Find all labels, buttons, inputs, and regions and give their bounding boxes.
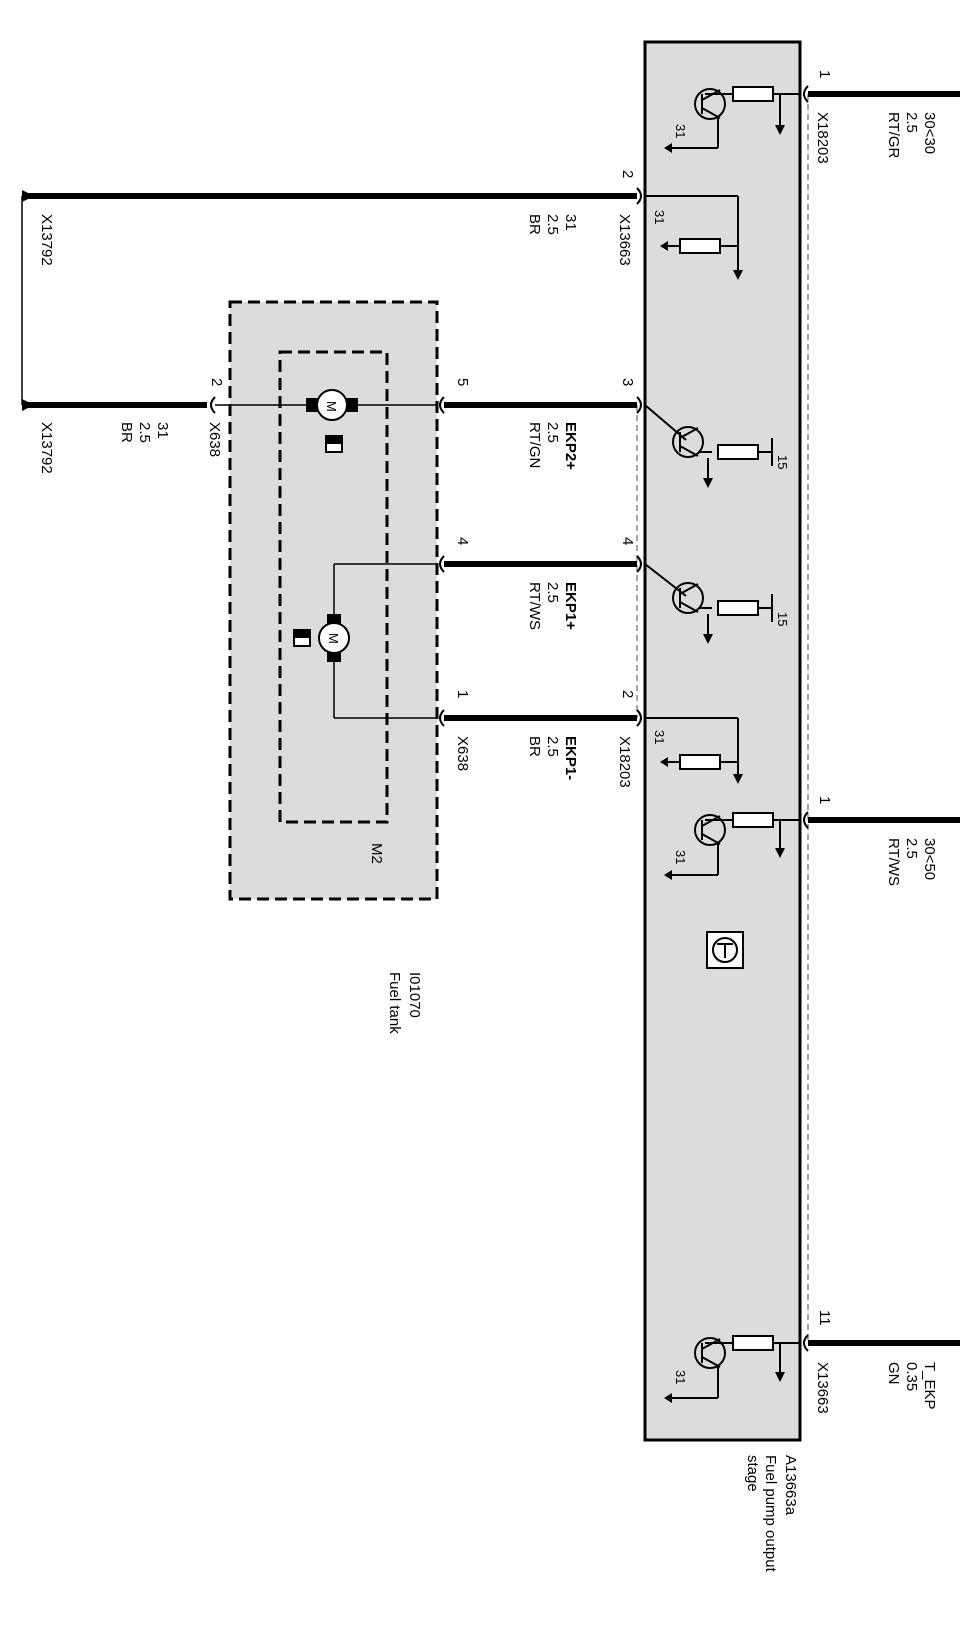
pump-1-motor-label: M bbox=[326, 633, 341, 644]
module-a13663a-body bbox=[643, 40, 802, 1442]
wire-ekp1m-tank-pin: 1 bbox=[454, 690, 471, 698]
fuel-pump-2: M bbox=[215, 389, 436, 453]
ekp1-supply-label: 15 bbox=[775, 612, 790, 626]
module-driver-ekp2: 15 bbox=[644, 404, 790, 488]
ground-resistor-1-label: 31 bbox=[652, 210, 667, 224]
wire-t-ekp-conn: X13663 bbox=[814, 1362, 831, 1414]
wire-31-top-size: 2.5 bbox=[544, 214, 561, 235]
wire-31-bottom-size: 2.5 bbox=[136, 422, 153, 443]
ground-resistor-2-label: 31 bbox=[652, 730, 667, 744]
wire-t-ekp-color: GN bbox=[885, 1362, 902, 1385]
module-name-line2: stage bbox=[744, 1455, 761, 1492]
fuel-tank-name: Fuel tank bbox=[386, 972, 403, 1034]
wire-30-30-size: 2.5 bbox=[903, 112, 920, 133]
wire-ekp1-minus: 2 X18203 1 X638 EKP1- 2.5 BR bbox=[439, 690, 642, 788]
wire-31-ground-bottom: 2 X638 31 2.5 BR X13792 bbox=[22, 378, 225, 474]
wire-ekp1m-name: EKP1- bbox=[562, 736, 579, 780]
wire-ekp1m-color: BR bbox=[526, 736, 543, 757]
fuel-pump-1: M bbox=[293, 563, 436, 719]
driver-1-gnd-label: 31 bbox=[673, 124, 688, 138]
wire-ekp1-module-pin: 4 bbox=[619, 537, 636, 545]
wire-ekp1m-size: 2.5 bbox=[544, 736, 561, 757]
wire-ekp2-plus: 3 5 EKP2+ 2.5 RT/GN bbox=[439, 378, 642, 470]
driver-2-gnd-label: 31 bbox=[673, 850, 688, 864]
wire-ekp2-name: EKP2+ bbox=[562, 422, 579, 470]
pump-group-label: M2 bbox=[368, 843, 385, 864]
wire-31-bottom-color: BR bbox=[118, 422, 135, 443]
module-processor-icon bbox=[706, 931, 744, 969]
module-id: A13663a bbox=[782, 1455, 799, 1516]
wire-ekp1-tank-pin: 4 bbox=[454, 537, 471, 545]
wire-31-top-name: 31 bbox=[562, 214, 579, 231]
module-driver-1: 31 bbox=[664, 86, 800, 153]
wire-ekp1-plus: 4 4 EKP1+ 2.5 RT/WS bbox=[439, 537, 642, 630]
wire-30-30-color: RT/GR bbox=[885, 112, 902, 159]
wire-31-bottom-name: 31 bbox=[154, 422, 171, 439]
wire-31-ground-top: 2 X13663 31 2.5 BR X13792 bbox=[21, 170, 642, 405]
wire-ekp2-module-pin: 3 bbox=[619, 378, 636, 386]
wire-30-30: 1 X18203 30<30 2.5 RT/GR bbox=[803, 70, 960, 164]
module-ground-resistor-2: 31 bbox=[645, 717, 743, 784]
wire-31-top-pin: 2 bbox=[619, 170, 636, 178]
wire-t-ekp-size: 0.35 bbox=[903, 1362, 920, 1391]
wire-30-30-conn: X18203 bbox=[814, 112, 831, 164]
wire-ekp1m-module-conn: X18203 bbox=[616, 736, 633, 788]
ekp2-supply-label: 15 bbox=[775, 455, 790, 469]
wire-31-top-color: BR bbox=[526, 214, 543, 235]
wire-t-ekp-name: T_EKP bbox=[921, 1362, 938, 1410]
wire-ekp1-color: RT/WS bbox=[526, 582, 543, 630]
wire-31-top-conn: X13663 bbox=[616, 214, 633, 266]
wire-30-30-pin: 1 bbox=[816, 70, 833, 78]
wire-31-bottom-tank-pin: 2 bbox=[208, 378, 225, 386]
wire-30-50: 1 30<50 2.5 RT/WS bbox=[803, 796, 960, 886]
module-driver-3: 31 bbox=[664, 1335, 800, 1403]
module-ground-resistor-1: 31 bbox=[645, 195, 743, 280]
wire-30-50-pin: 1 bbox=[816, 796, 833, 804]
wire-31-top-end-conn: X13792 bbox=[38, 214, 55, 266]
pump-2-motor-label: M bbox=[324, 401, 339, 412]
wire-30-50-color: RT/WS bbox=[885, 838, 902, 886]
wire-ekp2-size: 2.5 bbox=[544, 422, 561, 443]
wire-31-bottom-end-conn: X13792 bbox=[38, 422, 55, 474]
module-driver-2: 31 bbox=[664, 812, 800, 880]
wire-t-ekp-pin: 11 bbox=[816, 1310, 833, 1326]
wire-ekp1m-tank-conn: X638 bbox=[454, 736, 471, 771]
wire-ekp1-size: 2.5 bbox=[544, 582, 561, 603]
wire-ekp1-name: EKP1+ bbox=[562, 582, 579, 630]
wire-ekp1m-module-pin: 2 bbox=[619, 690, 636, 698]
module-driver-ekp1: 15 bbox=[644, 563, 790, 644]
wire-30-50-name: 30<50 bbox=[921, 838, 938, 880]
wire-30-30-name: 30<30 bbox=[921, 112, 938, 154]
module-name-line1: Fuel pump output bbox=[762, 1455, 779, 1573]
wire-ekp2-tank-pin: 5 bbox=[454, 378, 471, 386]
fuel-tank-id: I01070 bbox=[406, 972, 423, 1018]
wire-ekp2-color: RT/GN bbox=[526, 422, 543, 468]
wire-t-ekp: 11 X13663 T_EKP 0.35 GN bbox=[803, 1310, 960, 1414]
wire-30-50-size: 2.5 bbox=[903, 838, 920, 859]
wire-31-bottom-tank-conn: X638 bbox=[206, 422, 223, 457]
driver-3-gnd-label: 31 bbox=[673, 1370, 688, 1384]
fuel-pump-group-m2 bbox=[278, 350, 389, 824]
